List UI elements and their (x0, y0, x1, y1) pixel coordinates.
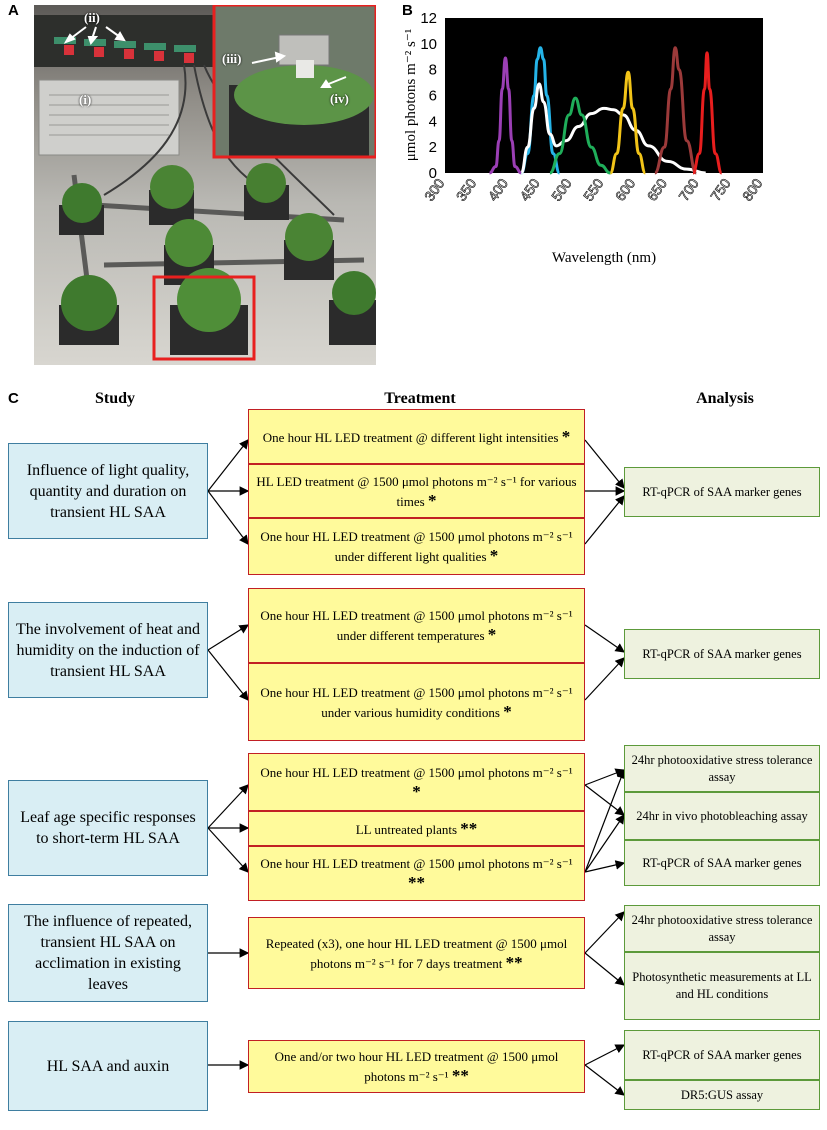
study-text-3: Leaf age specific responses to short-ter… (20, 809, 196, 847)
analysis-box-4: 24hr in vivo photobleaching assay (624, 792, 820, 840)
photo-illustration (34, 5, 376, 361)
led-setup-photo: (i) (ii) (iii) (iv) (34, 5, 376, 365)
panel-label-c: C (8, 390, 19, 407)
analysis-text-3: 24hr photooxidative stress tolerance ass… (631, 752, 813, 784)
treatment-text-10: One and/or two hour HL LED treatment @ 1… (274, 1049, 559, 1084)
y-tick-labels: 0 2 4 6 8 10 12 (420, 10, 437, 182)
y-tick-label: 10 (420, 36, 437, 53)
treatment-text-3: One hour HL LED treatment @ 1500 μmol ph… (260, 529, 573, 564)
analysis-text-1: RT-qPCR of SAA marker genes (642, 484, 802, 499)
y-tick-label: 6 (429, 88, 437, 105)
analysis-text-9: DR5:GUS assay (680, 1087, 764, 1102)
spectrum-series-6 (654, 46, 698, 175)
analysis-box-7: Photosynthetic measurements at LL and HL… (624, 952, 820, 1020)
bottom-highlight-box (152, 275, 256, 361)
panel-label-b: B (402, 2, 413, 19)
analysis-text-2: RT-qPCR of SAA marker genes (642, 646, 802, 661)
spectrum-series-7 (691, 51, 724, 175)
treatment-text-7: LL untreated plants (355, 821, 458, 837)
treatment-star-1: * (561, 426, 571, 446)
study-box-1: Influence of light quality, quantity and… (8, 443, 208, 539)
callout-i: (i) (79, 92, 92, 107)
study-box-3: Leaf age specific responses to short-ter… (8, 780, 208, 876)
callout-ii: (ii) (84, 10, 100, 25)
treatment-text-2: HL LED treatment @ 1500 μmol photons m⁻²… (256, 473, 577, 509)
treatment-text-9: Repeated (x3), one hour HL LED treatment… (265, 935, 568, 971)
analysis-text-5: RT-qPCR of SAA marker genes (642, 855, 802, 870)
spectrum-series-1 (489, 56, 522, 175)
analysis-box-1: RT-qPCR of SAA marker genes (624, 467, 820, 517)
y-tick-label: 4 (429, 113, 437, 130)
header-analysis: Analysis (696, 390, 754, 407)
treatment-box-9: Repeated (x3), one hour HL LED treatment… (248, 917, 585, 989)
treatment-box-1: One hour HL LED treatment @ different li… (248, 409, 585, 464)
treatment-box-2: HL LED treatment @ 1500 μmol photons m⁻²… (248, 464, 585, 518)
analysis-box-9: DR5:GUS assay (624, 1080, 820, 1110)
study-text-1: Influence of light quality, quantity and… (26, 461, 190, 521)
analysis-text-8: RT-qPCR of SAA marker genes (642, 1047, 802, 1062)
treatment-star-6: * (412, 781, 421, 801)
study-text-2: The involvement of heat and humidity on … (16, 620, 200, 680)
y-tick-label: 8 (429, 62, 437, 79)
treatment-box-5: One hour HL LED treatment @ 1500 μmol ph… (248, 663, 585, 741)
treatment-star-3: * (489, 546, 499, 565)
callout-iv: (iv) (330, 91, 349, 106)
treatment-box-6: One hour HL LED treatment @ 1500 μmol ph… (248, 753, 585, 811)
treatment-text-5: One hour HL LED treatment @ 1500 μmol ph… (260, 684, 573, 720)
treatment-star-4: * (487, 625, 497, 644)
analysis-text-4: 24hr in vivo photobleaching assay (636, 808, 808, 823)
header-treatment: Treatment (384, 390, 456, 407)
analysis-box-5: RT-qPCR of SAA marker genes (624, 840, 820, 886)
study-box-5: HL SAA and auxin (8, 1021, 208, 1111)
treatment-star-7: ** (460, 818, 478, 838)
treatment-text-8: One hour HL LED treatment @ 1500 μmol ph… (260, 856, 573, 871)
treatment-box-10: One and/or two hour HL LED treatment @ 1… (248, 1040, 585, 1093)
x-axis-label: Wavelength (nm) (552, 250, 656, 266)
y-tick-label: 2 (429, 139, 437, 156)
analysis-box-2: RT-qPCR of SAA marker genes (624, 629, 820, 679)
treatment-box-7: LL untreated plants ** (248, 811, 585, 846)
header-study: Study (94, 390, 136, 407)
callout-iii: (iii) (222, 51, 242, 66)
treatment-box-4: One hour HL LED treatment @ 1500 μmol ph… (248, 588, 585, 663)
spectrum-series-4 (549, 96, 611, 175)
treatment-text-4: One hour HL LED treatment @ 1500 μmol ph… (260, 608, 573, 643)
treatment-box-8: One hour HL LED treatment @ 1500 μmol ph… (248, 846, 585, 901)
analysis-text-6: 24hr photooxidative stress tolerance ass… (631, 912, 813, 944)
analysis-box-3: 24hr photooxidative stress tolerance ass… (624, 745, 820, 792)
y-tick-label: 12 (420, 10, 437, 27)
treatment-star-2: * (427, 490, 437, 510)
treatment-star-5: * (503, 701, 512, 721)
y-tick-label: 0 (429, 165, 437, 182)
treatment-star-10: ** (451, 1066, 469, 1085)
treatment-text-6: One hour HL LED treatment @ 1500 μmol ph… (260, 764, 573, 780)
treatment-text-1: One hour HL LED treatment @ different li… (262, 429, 559, 445)
study-text-4: The influence of repeated, transient HL … (24, 913, 192, 993)
treatment-box-3: One hour HL LED treatment @ 1500 μmol ph… (248, 518, 585, 575)
analysis-text-7: Photosynthetic measurements at LL and HL… (632, 970, 812, 1001)
y-axis-label: μmol photons m⁻² s⁻¹ (403, 29, 419, 161)
treatment-star-9: ** (505, 952, 523, 972)
treatment-star-8: ** (408, 873, 425, 892)
study-box-4: The influence of repeated, transient HL … (8, 904, 208, 1002)
inset-highlight-box (212, 5, 376, 159)
analysis-box-8: RT-qPCR of SAA marker genes (624, 1030, 820, 1080)
series-layer (489, 46, 724, 175)
panel-label-a: A (8, 2, 19, 19)
study-text-5: HL SAA and auxin (46, 1057, 170, 1075)
spectrum-series-5 (608, 70, 647, 175)
analysis-box-6: 24hr photooxidative stress tolerance ass… (624, 905, 820, 952)
study-box-2: The involvement of heat and humidity on … (8, 602, 208, 698)
